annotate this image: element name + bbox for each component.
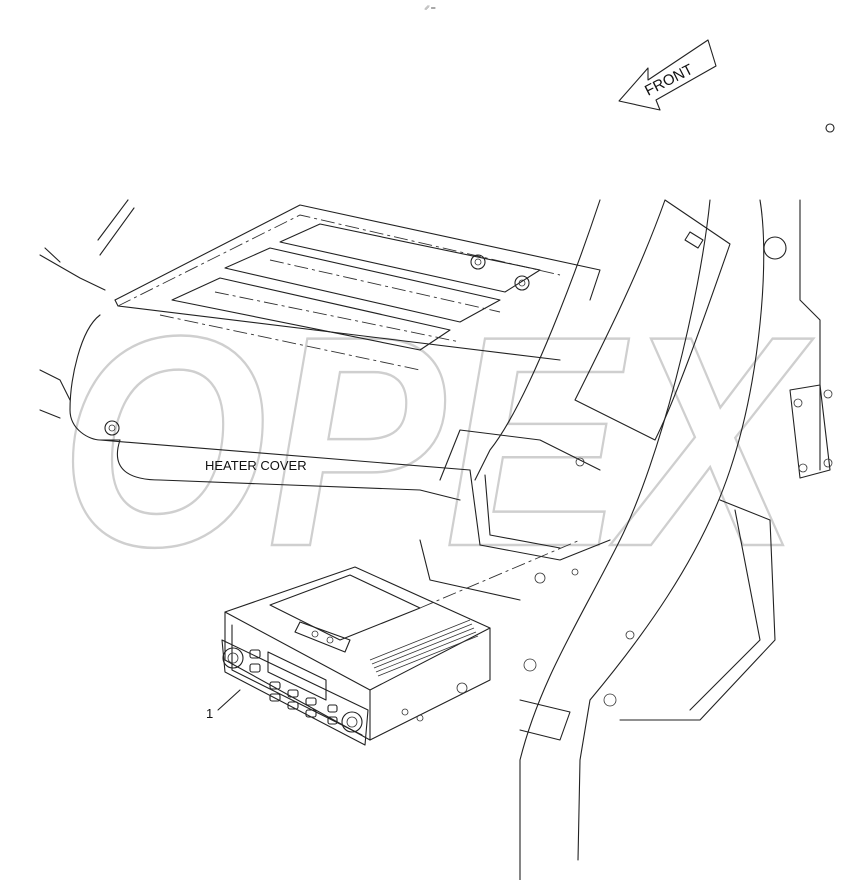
header-mark: ␥ ═ <box>425 5 436 12</box>
callout-1: 1 <box>206 689 241 721</box>
opex-watermark: OPEX <box>59 272 815 611</box>
installation-line <box>419 539 581 609</box>
radio-unit <box>221 566 491 746</box>
heater-cover <box>69 204 611 601</box>
heater-cover-label: HEATER COVER <box>205 458 307 473</box>
cab-pillar <box>474 123 835 880</box>
cab-left-panel <box>39 199 135 419</box>
front-arrow-label: FRONT <box>642 61 696 100</box>
front-arrow: FRONT <box>618 39 717 111</box>
svg-text:OPEX: OPEX <box>60 273 814 609</box>
callout-number: 1 <box>206 706 213 721</box>
